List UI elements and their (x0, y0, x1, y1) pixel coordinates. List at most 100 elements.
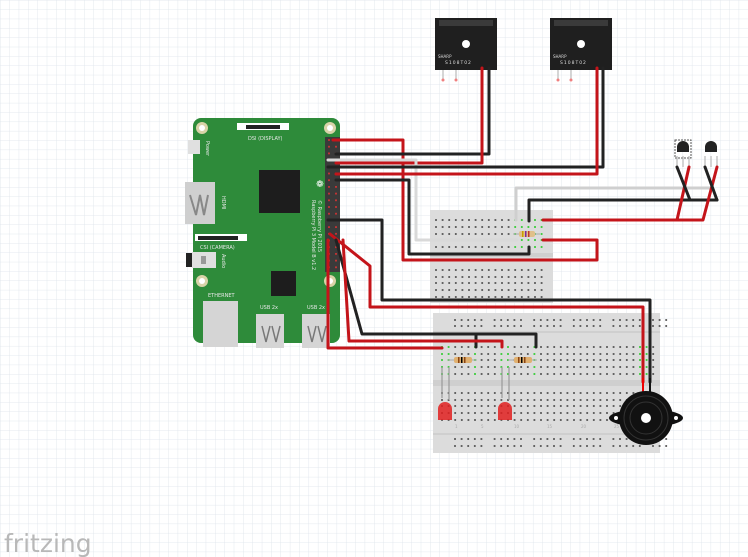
led-2[interactable] (498, 367, 512, 420)
raspberry-pi[interactable]: DSI (DISPLAY) Power HDMI ❁ Raspberry Pi … (185, 118, 340, 348)
breadboard-hole (460, 405, 463, 407)
breadboard-hole (513, 445, 516, 447)
wire-red[interactable] (326, 238, 444, 350)
breadboard-hole (559, 392, 562, 394)
wire-black[interactable] (527, 198, 719, 223)
csi-label: CSI (CAMERA) (200, 245, 235, 251)
wire-red[interactable] (334, 66, 484, 165)
breadboard-hole (468, 282, 470, 284)
breadboard-hole (619, 359, 622, 361)
breadboard-hole (494, 246, 497, 248)
ethernet-port[interactable] (203, 301, 238, 347)
wire-black[interactable] (334, 238, 538, 349)
transistor-1[interactable] (674, 139, 692, 167)
breadboard-hole (625, 438, 628, 440)
wire-black[interactable] (326, 218, 652, 384)
breadboard-hole (612, 392, 615, 394)
breadboard-hole (513, 412, 516, 414)
breadboard-hole (460, 325, 463, 327)
breadboard-hole (468, 219, 470, 221)
breadboard-hole (625, 325, 628, 327)
led-1[interactable] (438, 367, 452, 420)
wire-black[interactable] (326, 66, 605, 169)
breadboard-hole (507, 246, 510, 248)
wire-red[interactable] (675, 165, 691, 222)
breadboard-hole (586, 373, 589, 375)
board-copyright-label: © Raspberry Pi 2015 (316, 200, 323, 252)
breadboard-hole (612, 366, 615, 368)
breadboard-hole (573, 419, 575, 421)
breadboard-hole (481, 282, 484, 284)
usb-port-1[interactable] (256, 314, 284, 348)
breadboard-hole (513, 419, 516, 421)
breadboard-hole (586, 392, 589, 394)
breadboard-hole (632, 346, 635, 348)
breadboard-hole (573, 399, 575, 401)
breadboard-hole (534, 289, 536, 291)
audio-jack[interactable] (186, 253, 192, 267)
wire-red[interactable] (341, 238, 504, 349)
wire-red[interactable] (328, 232, 645, 384)
breadboard-hole (461, 233, 464, 235)
breadboard-hole (468, 233, 470, 235)
breadboard-hole (481, 276, 484, 278)
breadboard-hole (619, 392, 622, 394)
breadboard-hole (546, 359, 549, 361)
breadboard-hole (612, 412, 615, 414)
wire-black[interactable] (703, 165, 719, 202)
breadboard-hole (586, 346, 589, 348)
breadboard-hole (454, 438, 456, 440)
wire-white[interactable] (514, 186, 713, 222)
breadboard-hole (645, 366, 648, 368)
usb-port-2[interactable] (302, 314, 330, 348)
breadboard-hole (494, 226, 497, 228)
breadboard-hole (540, 282, 543, 284)
wire-black[interactable] (334, 66, 491, 156)
breadboard-hole (448, 233, 451, 235)
resistor-2[interactable] (508, 357, 537, 363)
breadboard-hole (480, 438, 483, 440)
resistor-1[interactable] (448, 357, 477, 363)
breadboard-hole (454, 282, 457, 284)
breadboard-hole (454, 412, 457, 414)
breadboard-hole (553, 419, 556, 421)
breadboard-hole (520, 246, 523, 248)
hdmi-port[interactable] (185, 182, 215, 224)
breadboard-hole (487, 276, 490, 278)
breadboard-hole (467, 405, 470, 407)
wire-red[interactable] (331, 138, 599, 262)
breadboard-hole (481, 289, 484, 291)
breadboard-hole (586, 419, 589, 421)
usb-controller-chip (271, 271, 296, 296)
breadboard-hole (606, 399, 608, 401)
transistor-2[interactable] (704, 141, 718, 167)
breadboard-hole (454, 445, 456, 447)
wire-white[interactable] (326, 158, 519, 242)
relay-2[interactable]: SHARP S108T02 (550, 18, 612, 82)
breadboard-hole (500, 445, 503, 447)
breadboard-hole (507, 226, 510, 228)
breadboard-hole (612, 373, 615, 375)
breadboard-hole (559, 405, 562, 407)
wire-black[interactable] (675, 165, 692, 202)
breadboard-hole (553, 445, 555, 447)
relay-part: S108T02 (445, 60, 472, 66)
buzzer[interactable] (609, 378, 683, 445)
breadboard-hole (480, 325, 483, 327)
power-port[interactable] (188, 140, 200, 154)
breadboard-hole (454, 399, 457, 401)
wire-red[interactable] (334, 66, 599, 176)
breadboard-hole (612, 346, 615, 348)
breadboard-hole (487, 405, 490, 407)
wire-black[interactable] (334, 178, 531, 256)
resistor-top[interactable] (513, 231, 540, 237)
breadboard-hole (493, 346, 496, 348)
breadboard-hole (467, 399, 470, 401)
breadboard-hole (448, 269, 451, 271)
breadboard-hole (520, 319, 522, 321)
breadboard-top[interactable] (430, 210, 553, 303)
relay-1[interactable]: SHARP S108T02 (435, 18, 497, 82)
breadboard-hole (474, 246, 477, 248)
breadboard-hole (460, 412, 463, 414)
